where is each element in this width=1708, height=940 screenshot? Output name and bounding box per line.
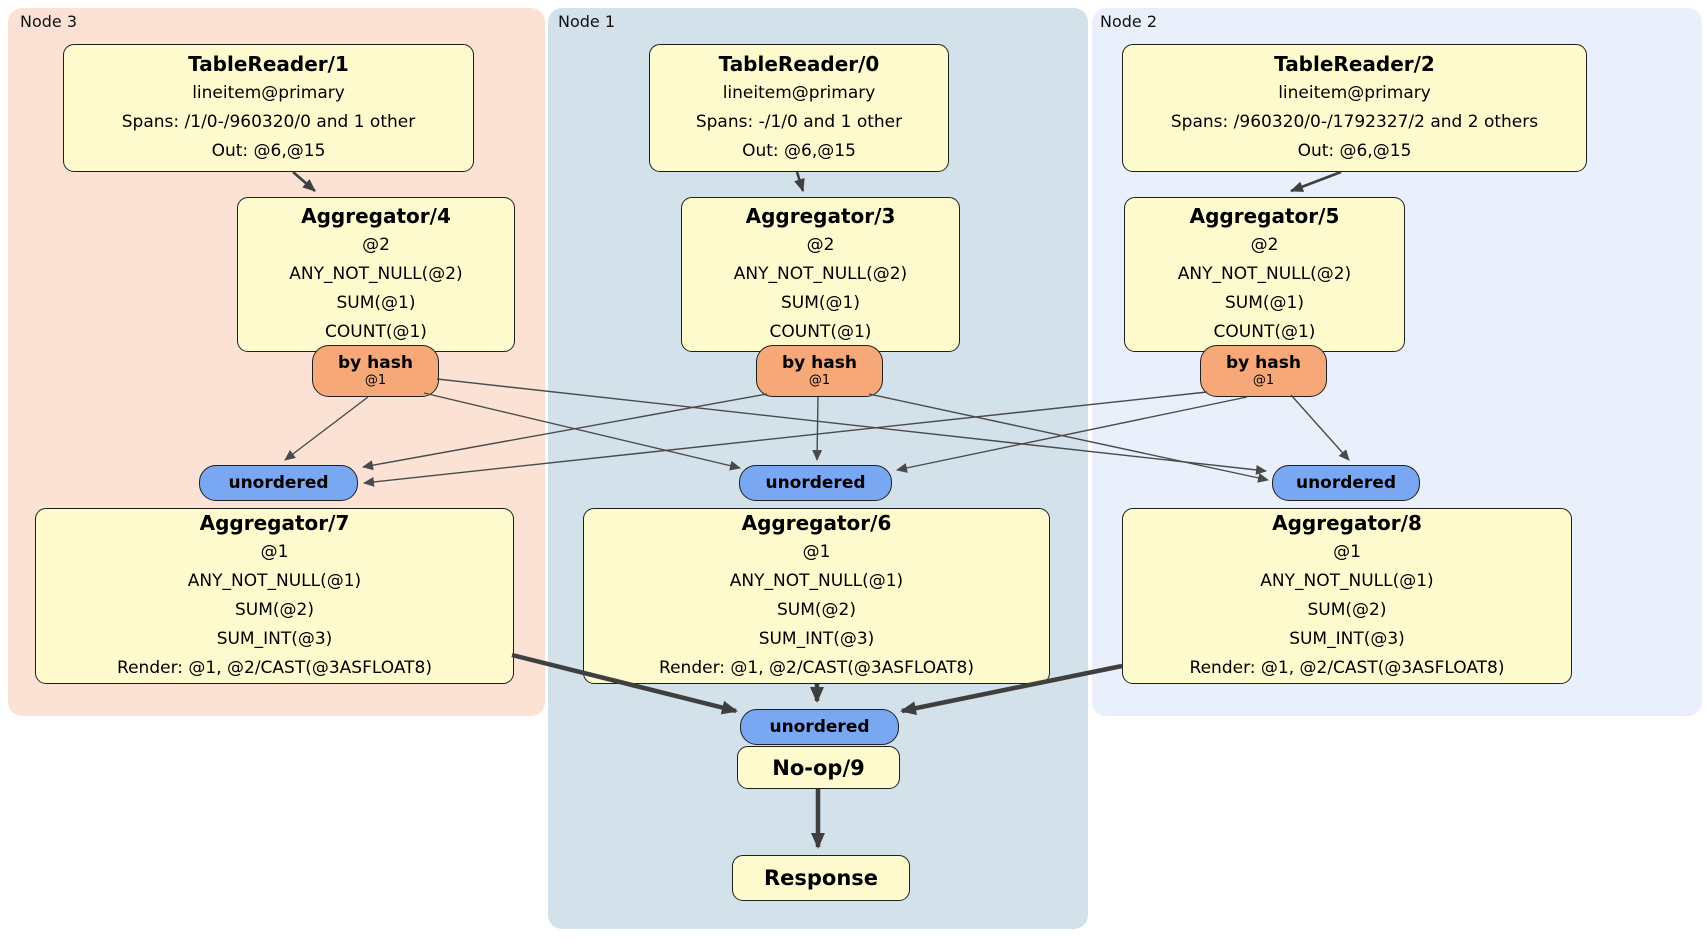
processor-line: @1 [802, 542, 831, 562]
router-by-hash-node3: by hash @1 [312, 345, 439, 397]
region-label-node1: Node 1 [558, 12, 616, 31]
processor-aggregator8: Aggregator/8 @1 ANY_NOT_NULL(@1) SUM(@2)… [1122, 508, 1572, 684]
processor-line: SUM(@2) [1307, 600, 1387, 620]
processor-title: TableReader/1 [188, 52, 349, 76]
processor-line: ANY_NOT_NULL(@1) [187, 571, 362, 591]
sync-unordered-final: unordered [740, 709, 899, 745]
processor-line: lineitem@primary [1278, 83, 1431, 103]
processor-line: @2 [806, 235, 835, 255]
processor-line: SUM(@2) [235, 600, 314, 620]
router-columns: @1 [364, 373, 387, 388]
processor-line: ANY_NOT_NULL(@1) [1260, 571, 1434, 591]
processor-title: TableReader/0 [718, 52, 880, 76]
processor-line: ANY_NOT_NULL(@2) [289, 264, 463, 284]
processor-line: SUM(@1) [781, 293, 860, 313]
processor-line: COUNT(@1) [1213, 322, 1316, 342]
processor-title: Response [763, 866, 879, 890]
processor-response: Response [732, 855, 910, 901]
region-label-node3: Node 3 [20, 12, 78, 31]
processor-line: @2 [362, 235, 390, 255]
processor-title: Aggregator/7 [199, 511, 350, 535]
processor-line: SUM_INT(@3) [1289, 629, 1405, 649]
processor-line: Render: @1, @2/CAST(@3ASFLOAT8) [117, 658, 432, 678]
router-columns: @1 [1252, 373, 1275, 388]
processor-line: lineitem@primary [192, 83, 345, 103]
processor-line: COUNT(@1) [325, 322, 427, 342]
router-by-hash-node1: by hash @1 [756, 345, 883, 397]
region-label-node2: Node 2 [1100, 12, 1158, 31]
processor-line: Out: @6,@15 [742, 141, 856, 161]
processor-aggregator3: Aggregator/3 @2 ANY_NOT_NULL(@2) SUM(@1)… [681, 197, 960, 352]
processor-title: Aggregator/4 [301, 204, 451, 228]
router-label: by hash [1226, 353, 1301, 373]
processor-title: Aggregator/5 [1189, 204, 1340, 228]
processor-line: SUM(@1) [336, 293, 416, 313]
processor-line: Spans: -/1/0 and 1 other [695, 112, 903, 132]
processor-line: Render: @1, @2/CAST(@3ASFLOAT8) [1189, 658, 1505, 678]
processor-noop: No-op/9 [737, 746, 900, 789]
processor-line: Render: @1, @2/CAST(@3ASFLOAT8) [659, 658, 974, 678]
processor-aggregator7: Aggregator/7 @1 ANY_NOT_NULL(@1) SUM(@2)… [35, 508, 514, 684]
processor-tablereader0: TableReader/0 lineitem@primary Spans: -/… [649, 44, 949, 172]
sync-unordered-node1: unordered [739, 465, 892, 501]
processor-line: Out: @6,@15 [211, 141, 326, 161]
processor-line: ANY_NOT_NULL(@1) [729, 571, 904, 591]
processor-line: Out: @6,@15 [1297, 141, 1412, 161]
processor-line: @2 [1250, 235, 1279, 255]
processor-title: Aggregator/6 [741, 511, 892, 535]
sync-unordered-node3: unordered [199, 465, 358, 501]
processor-title: Aggregator/3 [745, 204, 896, 228]
router-by-hash-node2: by hash @1 [1200, 345, 1327, 397]
processor-line: Spans: /1/0-/960320/0 and 1 other [121, 112, 416, 132]
processor-tablereader2: TableReader/2 lineitem@primary Spans: /9… [1122, 44, 1587, 172]
processor-title: Aggregator/8 [1272, 511, 1422, 535]
processor-line: @1 [260, 542, 289, 562]
processor-title: TableReader/2 [1274, 52, 1435, 76]
processor-line: ANY_NOT_NULL(@2) [733, 264, 908, 284]
router-label: by hash [338, 353, 413, 373]
processor-aggregator5: Aggregator/5 @2 ANY_NOT_NULL(@2) SUM(@1)… [1124, 197, 1405, 352]
processor-line: SUM(@1) [1225, 293, 1304, 313]
processor-aggregator4: Aggregator/4 @2 ANY_NOT_NULL(@2) SUM(@1)… [237, 197, 515, 352]
processor-line: lineitem@primary [722, 83, 876, 103]
router-label: by hash [782, 353, 857, 373]
processor-aggregator6: Aggregator/6 @1 ANY_NOT_NULL(@1) SUM(@2)… [583, 508, 1050, 684]
processor-line: SUM_INT(@3) [758, 629, 875, 649]
processor-line: SUM_INT(@3) [216, 629, 333, 649]
processor-line: COUNT(@1) [769, 322, 872, 342]
processor-line: SUM(@2) [777, 600, 856, 620]
router-columns: @1 [808, 373, 831, 388]
processor-line: @1 [1333, 542, 1361, 562]
processor-title: No-op/9 [772, 755, 865, 780]
processor-line: Spans: /960320/0-/1792327/2 and 2 others [1170, 112, 1539, 132]
processor-tablereader1: TableReader/1 lineitem@primary Spans: /1… [63, 44, 474, 172]
processor-line: ANY_NOT_NULL(@2) [1177, 264, 1352, 284]
sync-unordered-node2: unordered [1272, 465, 1420, 501]
